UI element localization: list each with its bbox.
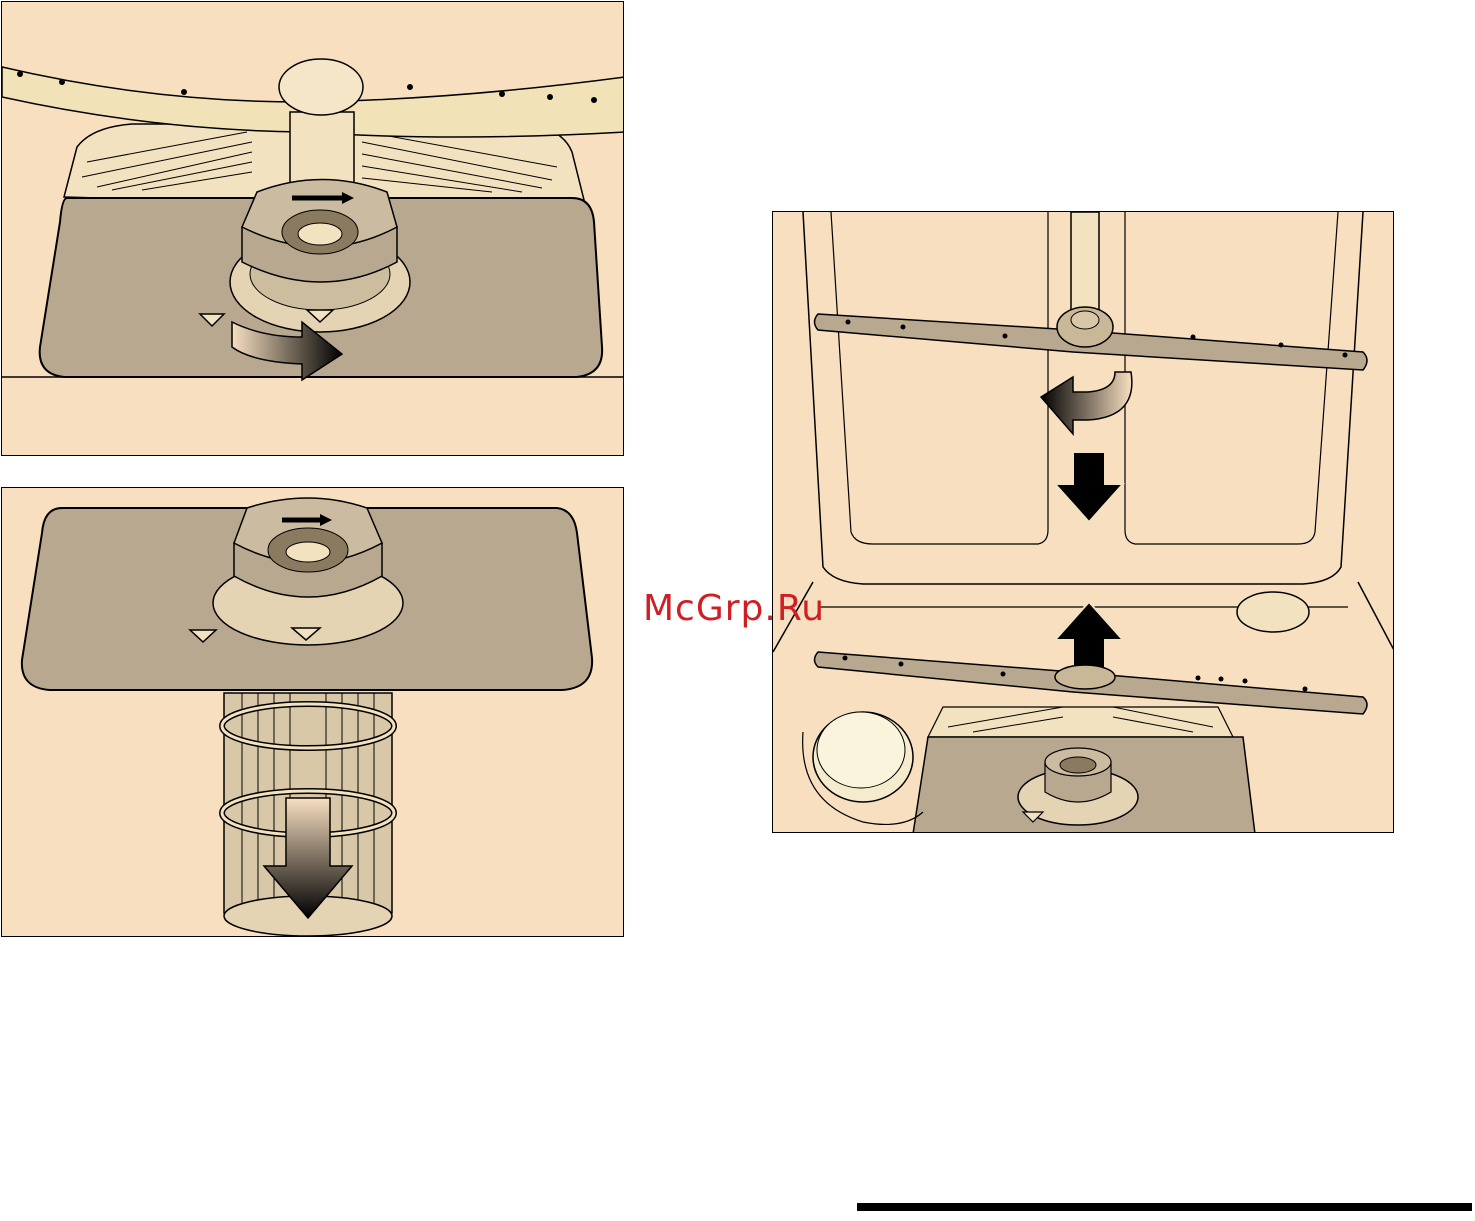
down-arrow-icon [1055,452,1123,522]
rotate-left-arrow-icon [1041,372,1132,434]
up-arrow-icon [1055,602,1123,672]
figure-lower-spray-arm [772,211,1394,833]
microfilter-remove-illustration [2,488,624,937]
figure-remove-microfilter [1,487,624,937]
watermark-text: McGrp.Ru [643,588,825,629]
spray-arm-illustration [773,212,1394,833]
footer-rule [857,1203,1472,1211]
figure-unlock-filter [1,1,624,456]
filter-rotate-illustration [2,2,624,456]
